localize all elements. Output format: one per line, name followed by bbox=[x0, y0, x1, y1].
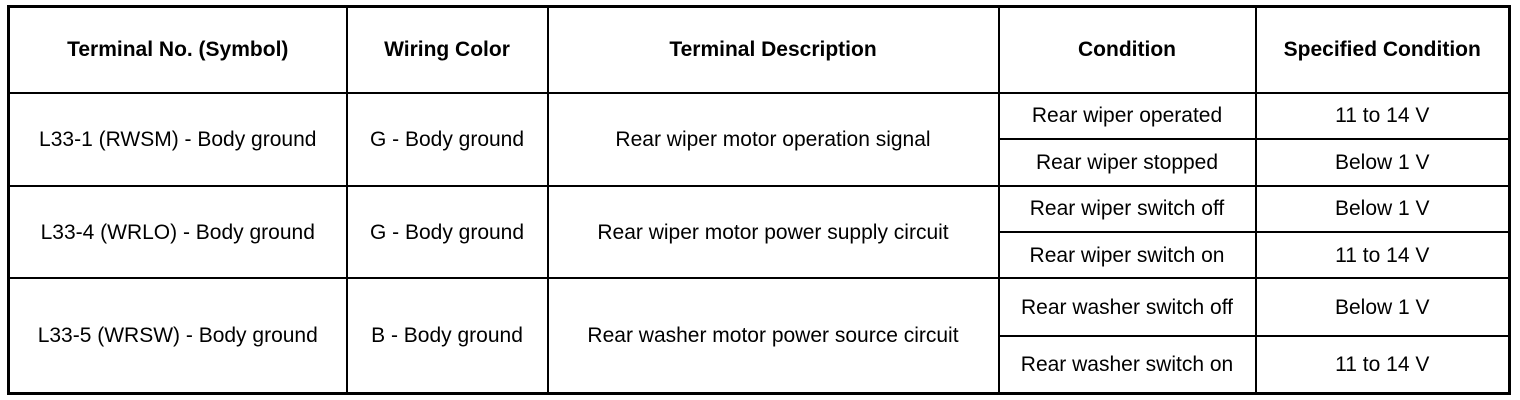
condition-cell: Rear wiper switch on bbox=[997, 231, 1257, 280]
table-row: Rear wiper stopped Below 1 V bbox=[9, 138, 1511, 187]
header-specified-condition: Specified Condition bbox=[1254, 5, 1511, 94]
table-row: L33-1 (RWSM) - Body ground G - Body grou… bbox=[7, 91, 1511, 187]
wiring-color-cell: G - Body ground bbox=[345, 184, 549, 280]
terminal-spec-table: Terminal No. (Symbol) Wiring Color Termi… bbox=[7, 5, 1511, 395]
header-condition: Condition bbox=[997, 5, 1257, 94]
terminal-description-cell: Rear wiper motor operation signal bbox=[546, 91, 1000, 187]
specified-condition-cell: Below 1 V bbox=[1254, 184, 1511, 234]
table-header-row: Terminal No. (Symbol) Wiring Color Termi… bbox=[7, 5, 1511, 94]
specified-condition-cell: 11 to 14 V bbox=[1254, 334, 1511, 395]
terminal-description-cell: Rear washer motor power source circuit bbox=[546, 277, 1000, 395]
table-row: L33-4 (WRLO) - Body ground G - Body grou… bbox=[7, 184, 1511, 280]
condition-cell: Rear wiper stopped bbox=[997, 138, 1257, 187]
condition-cell: Rear wiper operated bbox=[997, 91, 1257, 141]
specified-condition-cell: Below 1 V bbox=[1254, 138, 1511, 187]
condition-cell: Rear wiper switch off bbox=[997, 184, 1257, 234]
header-wiring-color: Wiring Color bbox=[345, 5, 549, 94]
header-terminal: Terminal No. (Symbol) bbox=[7, 5, 348, 94]
specified-condition-cell: Below 1 V bbox=[1254, 277, 1511, 337]
header-terminal-description: Terminal Description bbox=[546, 5, 1000, 94]
table-row: Rear washer switch on 11 to 14 V bbox=[9, 334, 1511, 395]
wiring-color-cell: B - Body ground bbox=[345, 277, 549, 395]
table-row: Rear wiper switch on 11 to 14 V bbox=[9, 231, 1511, 280]
specified-condition-cell: 11 to 14 V bbox=[1254, 231, 1511, 280]
terminal-cell: L33-1 (RWSM) - Body ground bbox=[7, 91, 348, 187]
table-row: L33-5 (WRSW) - Body ground B - Body grou… bbox=[7, 277, 1511, 395]
terminal-cell: L33-4 (WRLO) - Body ground bbox=[7, 184, 348, 280]
terminal-cell: L33-5 (WRSW) - Body ground bbox=[7, 277, 348, 395]
condition-cell: Rear washer switch off bbox=[997, 277, 1257, 337]
wiring-color-cell: G - Body ground bbox=[345, 91, 549, 187]
terminal-description-cell: Rear wiper motor power supply circuit bbox=[546, 184, 1000, 280]
condition-cell: Rear washer switch on bbox=[997, 334, 1257, 395]
specified-condition-cell: 11 to 14 V bbox=[1254, 91, 1511, 141]
